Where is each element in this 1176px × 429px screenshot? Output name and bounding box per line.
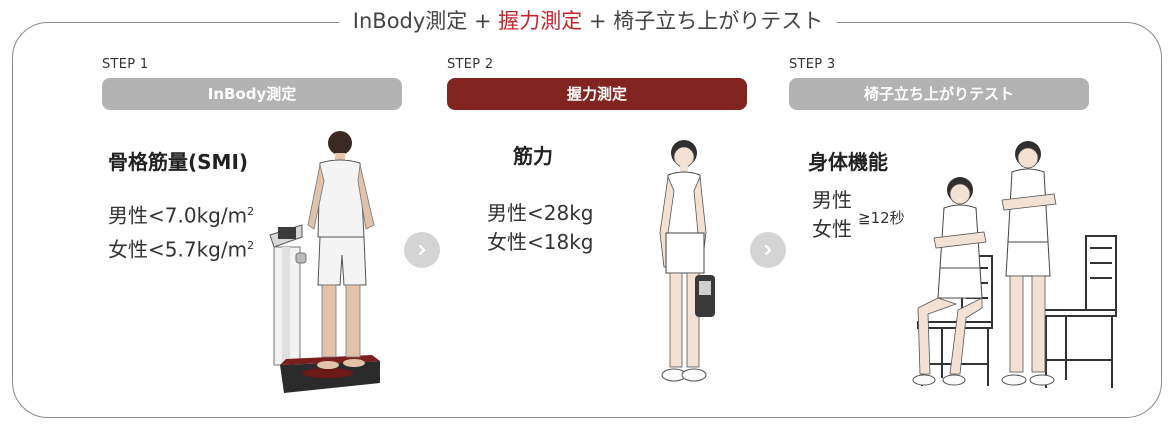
step-1-label: STEP 1 bbox=[102, 57, 149, 72]
step-2-label: STEP 2 bbox=[447, 57, 494, 72]
step-2: STEP 2 握力測定 bbox=[447, 57, 747, 110]
step-1-line-2: 女性<5.7kg/m2 bbox=[108, 237, 255, 262]
step-3-label: STEP 3 bbox=[789, 57, 836, 72]
step-1-banner: InBody測定 bbox=[102, 78, 402, 110]
chair-stand-illustration bbox=[912, 141, 1117, 388]
step-2-line-2: 女性<18kg bbox=[487, 230, 594, 254]
headline-part-2: 握力測定 bbox=[498, 9, 583, 33]
step-3-metric-title: 身体機能 bbox=[808, 150, 888, 174]
step-3-metric-values: 男性 女性 bbox=[812, 186, 852, 244]
chevron-right-icon bbox=[404, 232, 440, 268]
step-3-threshold: ≧12秒 bbox=[858, 209, 905, 227]
step-2-line-1: 男性<28kg bbox=[487, 201, 594, 225]
grip-strength-illustration bbox=[659, 140, 715, 382]
headline-part-1: InBody測定 + bbox=[352, 9, 499, 33]
step-1-line-1: 男性<7.0kg/m2 bbox=[108, 203, 255, 228]
step-2-metric-title: 筋力 bbox=[513, 144, 553, 168]
step-3-line-2: 女性 bbox=[812, 217, 852, 241]
step-1-metric-values: 男性<7.0kg/m2 女性<5.7kg/m2 bbox=[108, 197, 254, 264]
chevron-right-icon bbox=[750, 232, 786, 268]
headline-part-3: + 椅子立ち上がりテスト bbox=[582, 9, 824, 33]
step-2-metric-values: 男性<28kg 女性<18kg bbox=[487, 199, 593, 257]
step-3-banner: 椅子立ち上がりテスト bbox=[789, 78, 1089, 110]
step-3-line-1: 男性 bbox=[812, 188, 852, 212]
step-1: STEP 1 InBody測定 bbox=[102, 57, 402, 110]
headline: InBody測定 + 握力測定 + 椅子立ち上がりテスト bbox=[0, 8, 1176, 34]
step-2-banner: 握力測定 bbox=[447, 78, 747, 110]
step-3: STEP 3 椅子立ち上がりテスト bbox=[789, 57, 1089, 110]
step-1-metric-title: 骨格筋量(SMI) bbox=[108, 150, 249, 174]
inbody-analyzer-illustration bbox=[269, 131, 380, 393]
